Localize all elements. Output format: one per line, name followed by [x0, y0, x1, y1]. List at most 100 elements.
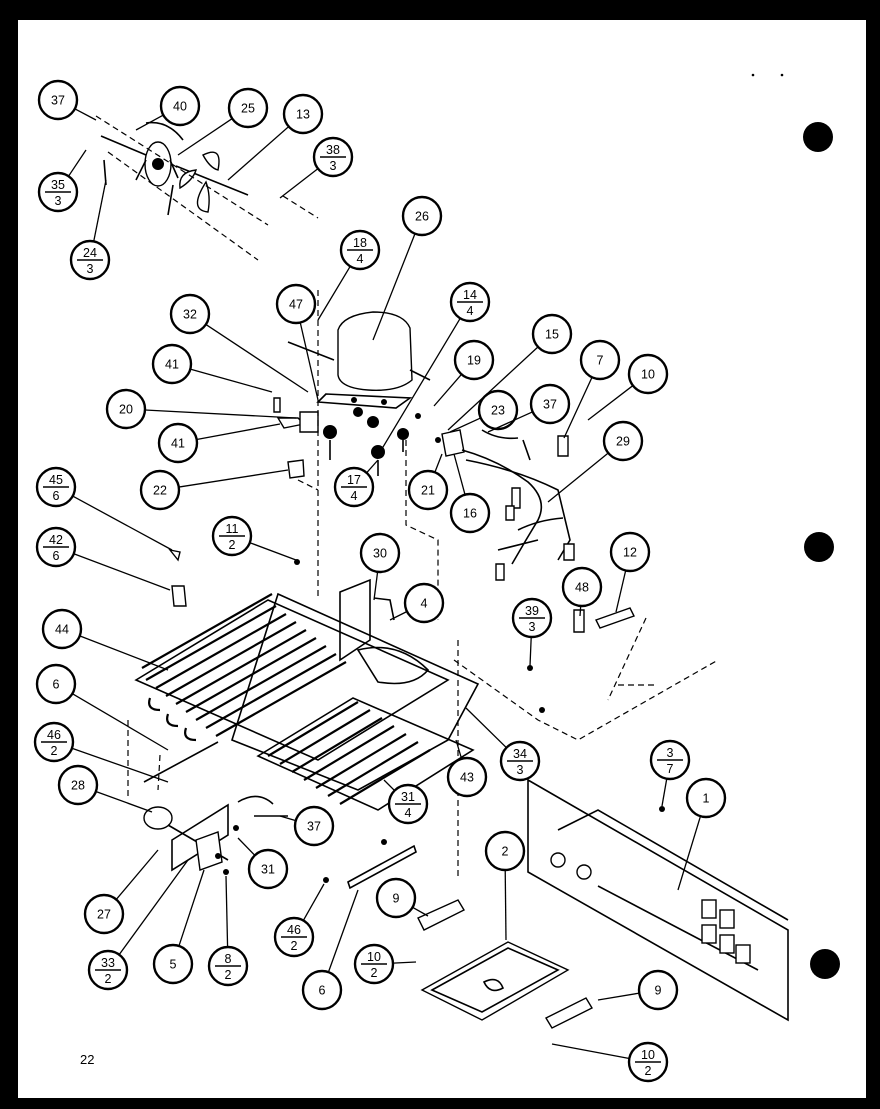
callout-circle [561, 566, 603, 608]
callout-number: 35 [51, 178, 65, 192]
callout-15: 15 [531, 313, 573, 355]
callout-number: 47 [289, 298, 303, 312]
callout-number: 17 [347, 473, 361, 487]
callout-circle [282, 93, 324, 135]
page-number: 22 [80, 1052, 94, 1067]
leader-line [504, 869, 507, 941]
callout-39-3: 339 [511, 597, 553, 639]
callout-circle [293, 805, 335, 847]
leader-line [563, 376, 593, 439]
callout-13: 13 [282, 93, 324, 135]
callout-number: 43 [460, 771, 474, 785]
callout-38-3: 338 [312, 136, 354, 178]
callout-page-ref: 4 [467, 304, 474, 318]
callout-number: 8 [225, 952, 232, 966]
drain-trough [347, 844, 417, 890]
leader-line [237, 837, 256, 856]
mounting-brackets [273, 290, 319, 600]
callout-16: 16 [449, 492, 491, 534]
callout-26: 26 [401, 195, 443, 237]
callout-number: 37 [51, 94, 65, 108]
rear-access-panel [527, 778, 789, 1022]
callout-circle [579, 339, 621, 381]
callout-number: 27 [97, 908, 111, 922]
callout-42-6: 642 [35, 526, 77, 568]
callout-page-ref: 2 [105, 972, 112, 986]
callout-number: 12 [623, 546, 637, 560]
callout-circle [407, 469, 449, 511]
callout-number: 1 [703, 792, 710, 806]
leader-line [196, 423, 281, 441]
callout-circle [484, 830, 526, 872]
leader-line [178, 869, 205, 947]
leader-line [465, 707, 507, 749]
callout-number: 26 [415, 210, 429, 224]
callout-page-ref: 3 [55, 194, 62, 208]
callout-33-2: 233 [87, 949, 129, 991]
callout-number: 7 [597, 354, 604, 368]
callout-circle [449, 492, 491, 534]
leader-line [72, 693, 169, 751]
callout-circle [602, 420, 644, 462]
leader-line [433, 373, 463, 407]
callout-6: 6 [301, 969, 343, 1011]
callout-9: 9 [637, 969, 679, 1011]
speck [780, 73, 784, 77]
callout-6: 6 [35, 663, 77, 705]
leader-line [366, 459, 379, 474]
callout-circle [529, 383, 571, 425]
callout-number: 22 [153, 484, 167, 498]
leader-line [579, 605, 582, 617]
leader-line [73, 553, 171, 591]
callout-37: 37 [529, 383, 571, 425]
callout-circle [151, 343, 193, 385]
leader-line [587, 385, 634, 421]
callout-number: 28 [71, 779, 85, 793]
leader-line [677, 815, 702, 891]
callout-22: 22 [139, 469, 181, 511]
callout-number: 41 [165, 358, 179, 372]
callout-circle [152, 943, 194, 985]
leader-line [661, 778, 668, 807]
leader-line [95, 790, 153, 813]
callout-circle [531, 313, 573, 355]
callout-page-ref: 2 [645, 1064, 652, 1078]
evaporator-coil-right [256, 697, 475, 811]
callout-number: 2 [502, 845, 509, 859]
exploded-parts-diagram: 3740251333833532426418474143215710411923… [33, 73, 840, 1083]
callout-circle [157, 422, 199, 464]
callout-number: 48 [575, 581, 589, 595]
callout-31-4: 431 [387, 783, 429, 825]
callout-page-ref: 3 [87, 262, 94, 276]
leader-line [74, 108, 97, 121]
callout-29: 29 [602, 420, 644, 462]
leader-line [383, 779, 396, 792]
leader-line [373, 571, 379, 601]
leader-line [447, 346, 539, 431]
callout-number: 32 [183, 308, 197, 322]
speck [751, 73, 755, 77]
leader-line [144, 409, 297, 419]
callout-page-ref: 2 [291, 939, 298, 953]
callout-circle [403, 582, 445, 624]
leader-line [615, 570, 627, 613]
callout-37: 37 [293, 805, 335, 847]
leader-line [412, 906, 429, 917]
leader-line [487, 411, 533, 433]
callout-3-7: 73 [649, 739, 691, 781]
registration-dot-bottom [810, 949, 840, 979]
callout-21: 21 [407, 469, 449, 511]
leader-line [227, 126, 290, 181]
pan-brackets [417, 899, 593, 1029]
leader-line [434, 453, 443, 473]
callout-number: 9 [393, 892, 400, 906]
callout-number: 37 [307, 820, 321, 834]
callout-number: 42 [49, 533, 63, 547]
leader-line [392, 961, 417, 964]
fan-motor-assembly [95, 115, 319, 261]
callout-circle [627, 353, 669, 395]
callout-circle [375, 877, 417, 919]
callout-17-4: 417 [333, 466, 375, 508]
callout-35-3: 335 [37, 171, 79, 213]
